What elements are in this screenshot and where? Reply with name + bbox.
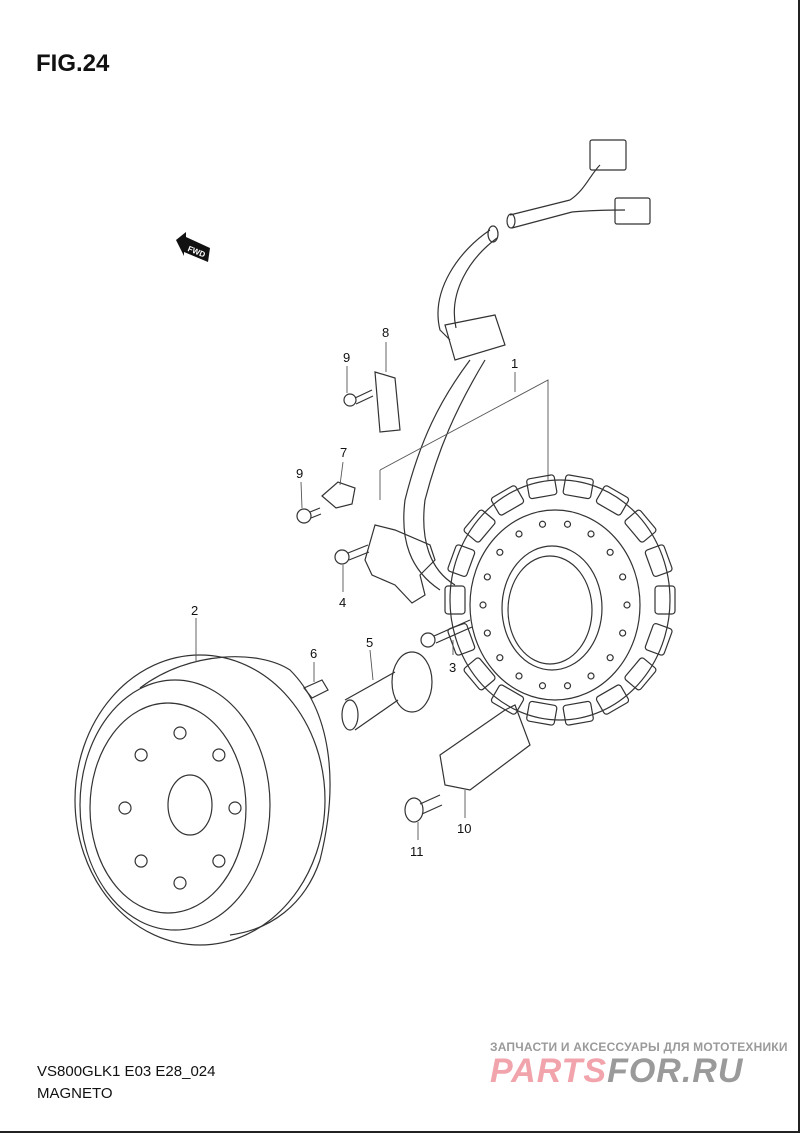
stator-hole	[496, 548, 504, 556]
stator-hole	[496, 654, 504, 662]
plate-8	[374, 371, 401, 433]
flywheel-hole	[228, 801, 242, 815]
part-label-11: 11	[410, 844, 424, 859]
stator-tooth	[654, 585, 676, 615]
bracket-10	[439, 704, 531, 791]
stator-tooth	[644, 544, 673, 577]
screw-4	[334, 544, 370, 565]
stator-tooth	[526, 474, 558, 500]
stator-hole	[623, 601, 631, 609]
stator-hole	[587, 530, 595, 538]
flywheel-hole	[212, 748, 226, 762]
stator-tooth	[463, 509, 496, 543]
wire-guide	[364, 524, 436, 604]
flywheel-hole	[134, 748, 148, 762]
flywheel-hole	[173, 726, 187, 740]
screw-3	[420, 619, 473, 648]
bolt-5	[341, 651, 433, 731]
stator-tooth	[562, 700, 594, 726]
part-label-7: 7	[340, 445, 347, 460]
section-name: MAGNETO	[37, 1085, 113, 1102]
part-label-2: 2	[191, 603, 198, 618]
bolt-11	[404, 794, 443, 823]
stator-hole	[619, 629, 627, 637]
part-label-8: 8	[382, 325, 389, 340]
stator-tooth	[444, 585, 466, 615]
stator-hole	[538, 682, 547, 690]
watermark-tagline: ЗАПЧАСТИ И АКСЕССУАРЫ ДЛЯ МОТОТЕХНИКИ	[490, 1040, 788, 1054]
model-code: VS800GLK1 E03 E28_024	[37, 1063, 216, 1080]
part-label-1: 1	[511, 356, 518, 371]
stator-tooth	[624, 657, 657, 691]
stator-hole	[483, 629, 491, 637]
stator-tooth	[644, 623, 673, 656]
key-6	[303, 679, 329, 699]
stator-hole	[515, 672, 523, 680]
stator-tooth	[595, 684, 630, 715]
flywheel-hole	[118, 801, 132, 815]
part-label-9-upper: 9	[343, 350, 350, 365]
stator-hole	[479, 601, 487, 609]
part-label-9-lower: 9	[296, 466, 303, 481]
stator-tooth	[447, 544, 476, 577]
wiring-harness	[403, 139, 651, 591]
stator-tooth	[490, 485, 525, 516]
stator-hole	[606, 654, 614, 662]
figure-title: FIG.24	[36, 50, 110, 77]
stator-tooth	[526, 700, 558, 726]
leader-line-1	[379, 379, 549, 500]
flywheel-rotor	[74, 654, 331, 946]
stator-tooth	[624, 509, 657, 543]
flywheel-hole	[134, 854, 148, 868]
watermark-logo: PARTSFOR.RU	[490, 1052, 744, 1090]
clamp-7	[321, 481, 356, 509]
stator-hole	[619, 573, 627, 581]
part-label-3: 3	[449, 660, 456, 675]
flywheel-hole	[212, 854, 226, 868]
stator-hole	[483, 573, 491, 581]
part-label-4: 4	[339, 595, 346, 610]
stator-hole	[606, 548, 614, 556]
stator-hole	[563, 520, 572, 528]
stator-hole	[563, 682, 572, 690]
stator-hole	[587, 672, 595, 680]
part-label-5: 5	[366, 635, 373, 650]
stator-coil	[444, 474, 676, 726]
part-label-6: 6	[310, 646, 317, 661]
screw-9-lower	[296, 507, 322, 524]
fwd-arrow-icon: FWD	[176, 232, 210, 262]
stator-tooth	[595, 485, 630, 516]
stator-hole	[538, 520, 547, 528]
stator-tooth	[463, 657, 496, 691]
flywheel-hole	[173, 876, 187, 890]
screw-9-upper	[343, 389, 374, 407]
part-label-10: 10	[457, 821, 471, 836]
stator-hole	[515, 530, 523, 538]
stator-tooth	[562, 474, 594, 500]
leader-lines	[195, 342, 466, 840]
stator-tooth	[490, 684, 525, 715]
